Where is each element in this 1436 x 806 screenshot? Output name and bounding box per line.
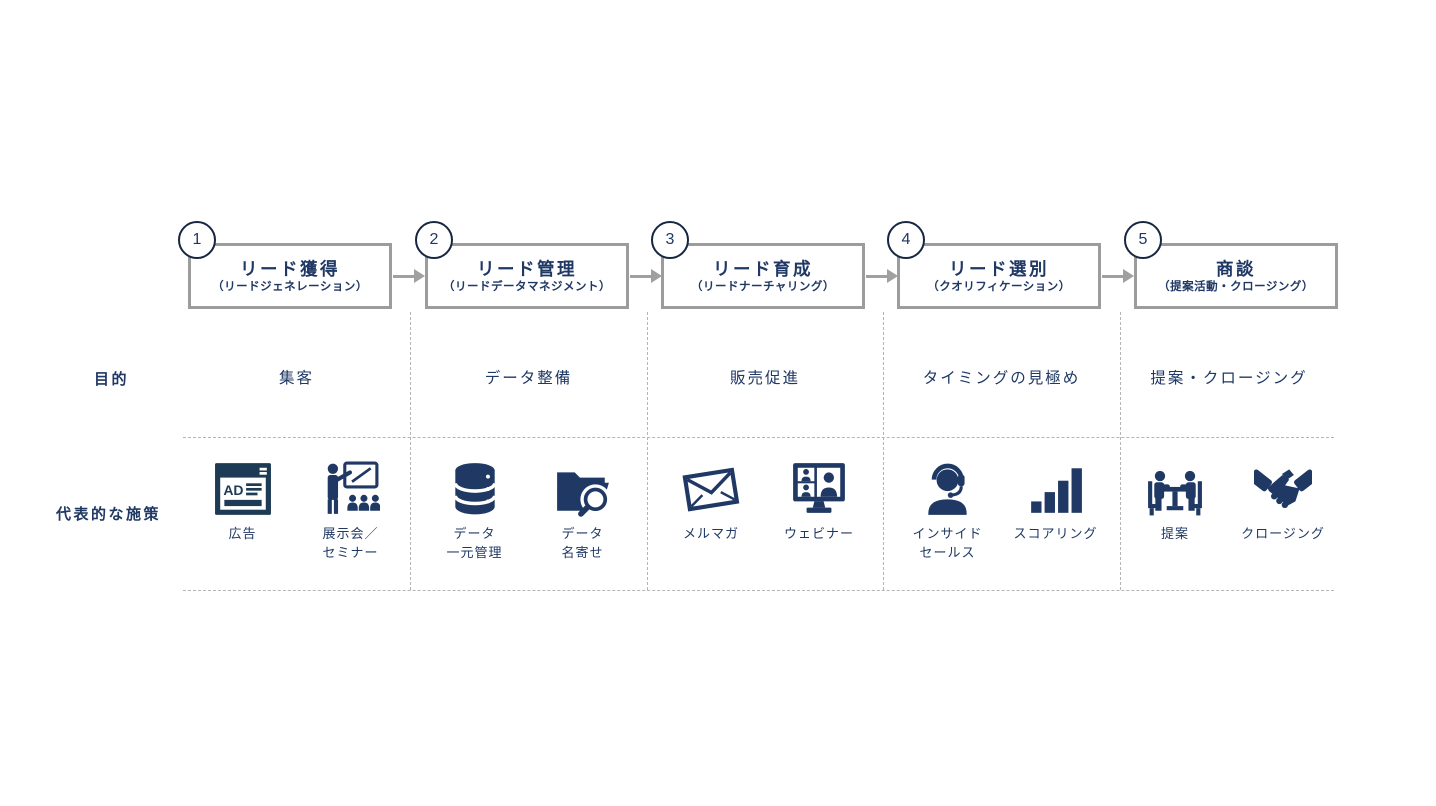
measure-data-dedup: データ 名寄せ (540, 460, 626, 563)
measure-closing: クロージング (1240, 460, 1326, 544)
stage-number-badge-4: 4 (887, 221, 925, 259)
measure-label: データ 名寄せ (561, 526, 604, 560)
arrow-line-icon (866, 275, 888, 278)
measure-scoring: スコアリング (1013, 460, 1099, 544)
row-label-purpose: 目的 (94, 371, 130, 388)
stage-box-lead-qualification: リード選別 （クオリフィケーション） (897, 243, 1101, 309)
column-divider (1120, 312, 1121, 590)
measure-ad: AD 広告 (200, 460, 286, 544)
purpose-cell-5: 提案・クロージング (1150, 370, 1308, 387)
arrow-line-icon (393, 275, 415, 278)
arrow-line-icon (630, 275, 652, 278)
stage-box-negotiation: 商談 （提案活動・クロージング） (1134, 243, 1338, 309)
stage-number: 4 (901, 231, 911, 248)
purpose-cell-2: データ整備 (484, 370, 573, 387)
measure-label: ウェビナー (783, 526, 854, 541)
stage-number-badge-1: 1 (178, 221, 216, 259)
headset-agent-icon (927, 463, 967, 515)
measure-label: 展示会／ セミナー (322, 526, 379, 560)
row-divider (183, 590, 1334, 591)
stage-box-lead-management: リード管理 （リードデータマネジメント） (425, 243, 629, 309)
measure-label: 提案 (1160, 526, 1189, 541)
measure-proposal: 提案 (1132, 460, 1218, 544)
measures-col-5: 提案 クロージング (1120, 460, 1338, 544)
stage-box-lead-nurturing: リード育成 （リードナーチャリング） (661, 243, 865, 309)
measure-webinar: ウェビナー (776, 460, 862, 544)
stage-number: 1 (192, 231, 202, 248)
measures-col-1: AD 広告 (183, 460, 410, 563)
stage-title: リード選別 (949, 258, 1049, 279)
stage-number-badge-2: 2 (415, 221, 453, 259)
measures-col-2: データ 一元管理 データ 名寄せ (410, 460, 647, 563)
column-divider (410, 312, 411, 590)
stage-title: リード獲得 (240, 258, 340, 279)
column-divider (883, 312, 884, 590)
arrow-head-icon (414, 269, 425, 283)
stage-box-lead-generation: リード獲得 （リードジェネレーション） (188, 243, 392, 309)
measure-label: データ 一元管理 (446, 526, 503, 560)
measure-data-management: データ 一元管理 (432, 460, 518, 563)
bar-chart-icon (1030, 468, 1082, 513)
row-divider (183, 437, 1334, 438)
measures-col-4: インサイド セールス スコアリング (883, 460, 1120, 563)
measures-col-3: メルマガ ウェビ (647, 460, 883, 544)
measure-exhibition-seminar: 展示会／ セミナー (308, 460, 394, 563)
stage-title: 商談 (1216, 258, 1256, 279)
meeting-table-icon (1148, 470, 1202, 516)
measure-label: インサイド セールス (912, 526, 983, 560)
purpose-cell-1: 集客 (278, 370, 314, 387)
envelope-icon (682, 467, 740, 512)
arrow-head-icon (1123, 269, 1134, 283)
ad-browser-icon: AD (214, 463, 271, 515)
measure-label: スコアリング (1013, 526, 1098, 541)
stage-title: リード管理 (477, 258, 577, 279)
presenter-audience-icon (327, 461, 380, 514)
stage-number-badge-5: 5 (1124, 221, 1162, 259)
stage-subtitle: （リードジェネレーション） (212, 280, 368, 293)
row-label-measures: 代表的な施策 (56, 506, 162, 523)
arrow-head-icon (887, 269, 898, 283)
column-divider (647, 312, 648, 590)
arrow-line-icon (1102, 275, 1124, 278)
stage-number-badge-3: 3 (651, 221, 689, 259)
measure-inside-sales: インサイド セールス (905, 460, 991, 563)
measure-label: 広告 (228, 526, 257, 541)
measure-label: メルマガ (682, 526, 739, 541)
webinar-screen-icon (793, 463, 845, 513)
stage-subtitle: （提案活動・クロージング） (1158, 280, 1314, 293)
stage-number: 2 (429, 231, 439, 248)
arrow-head-icon (651, 269, 662, 283)
handshake-icon (1254, 469, 1312, 509)
folder-search-icon (556, 472, 610, 517)
stage-subtitle: （リードデータマネジメント） (443, 280, 611, 293)
stage-number: 5 (1138, 231, 1148, 248)
purpose-cell-4: タイミングの見極め (922, 370, 1081, 387)
stage-title: リード育成 (713, 258, 813, 279)
stage-subtitle: （クオリフィケーション） (927, 280, 1071, 293)
stage-subtitle: （リードナーチャリング） (691, 280, 835, 293)
purpose-cell-3: 販売促進 (729, 370, 800, 387)
database-icon (453, 463, 496, 515)
stage-number: 3 (665, 231, 675, 248)
measure-email-magazine: メルマガ (668, 460, 754, 544)
ad-icon-text: AD (223, 482, 243, 498)
measure-label: クロージング (1241, 526, 1325, 541)
